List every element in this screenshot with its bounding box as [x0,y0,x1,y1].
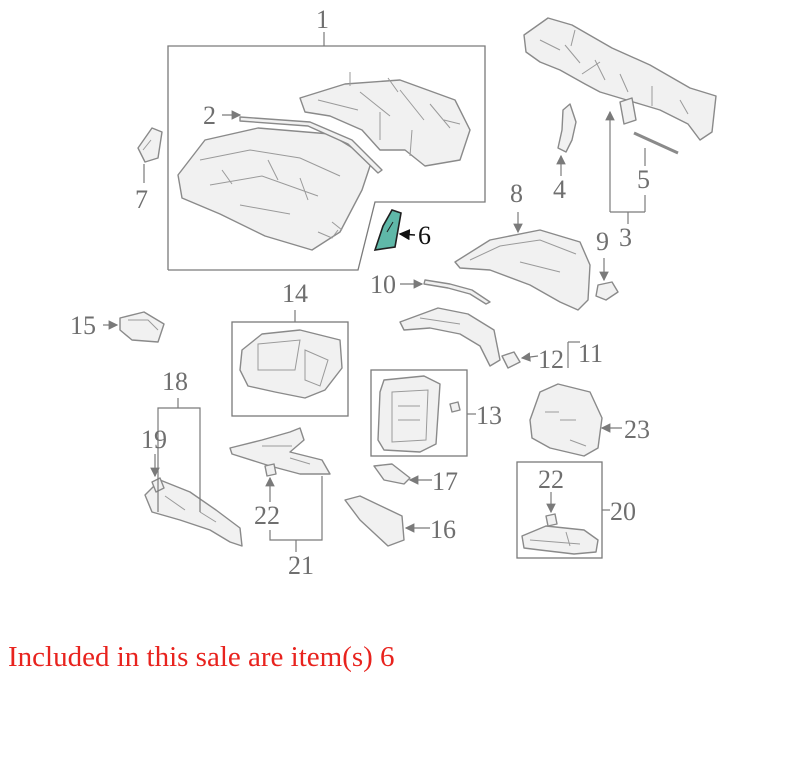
callout-3: 3 [619,223,632,252]
part-stay-4[interactable] [556,103,577,176]
part-glove-box-23[interactable] [529,383,622,457]
part-dashboard-panel[interactable] [177,127,373,251]
callout-16: 16 [430,515,456,544]
assembly-box-1 [167,32,486,271]
callout-19: 19 [141,425,167,454]
callout-5: 5 [637,165,650,194]
part-vent-15[interactable] [103,311,165,343]
parts-diagram: 1 2 3 4 5 6 7 8 9 10 11 12 13 14 15 16 1… [70,5,717,580]
part-bracket-21[interactable] [229,427,331,552]
callout-22-left: 22 [254,501,280,530]
callout-2: 2 [203,101,216,130]
part-rod-5[interactable] [633,131,679,166]
callout-20: 20 [610,497,636,526]
part-clip-12[interactable] [501,341,580,369]
part-side-bracket-7[interactable] [137,127,163,183]
part-frame-3[interactable] [523,17,717,224]
part-side-panel-11[interactable] [399,307,501,367]
callout-8: 8 [510,179,523,208]
assembly-box-20 [516,461,610,559]
callout-11: 11 [578,339,603,368]
part-meter-visor-8[interactable] [454,212,591,311]
part-dash-strip[interactable] [239,116,383,174]
callout-7: 7 [135,185,148,214]
part-lower-cover-18[interactable] [144,398,243,547]
callout-14: 14 [282,279,308,308]
callout-6: 6 [418,221,431,250]
part-highlighted-6[interactable] [373,209,416,251]
part-dash-duct[interactable] [299,72,471,167]
callout-23: 23 [624,415,650,444]
assembly-box-14 [231,310,349,417]
callout-13: 13 [476,401,502,430]
callout-22-right: 22 [538,465,564,494]
part-trim-strip-10[interactable] [400,279,491,305]
callout-10: 10 [370,270,396,299]
callout-1: 1 [316,5,329,34]
part-lower-trim-16[interactable] [344,495,430,547]
callout-21: 21 [288,551,314,580]
callout-4: 4 [553,175,566,204]
callout-17: 17 [432,467,458,496]
callout-18: 18 [162,367,188,396]
part-clip-9[interactable] [595,258,619,301]
sale-items-caption: Included in this sale are item(s) 6 [8,641,395,673]
callout-12: 12 [538,345,564,374]
assembly-box-13 [370,369,476,457]
callout-9: 9 [596,227,609,256]
part-small-trim-17[interactable] [373,463,432,485]
callout-15: 15 [70,311,96,340]
